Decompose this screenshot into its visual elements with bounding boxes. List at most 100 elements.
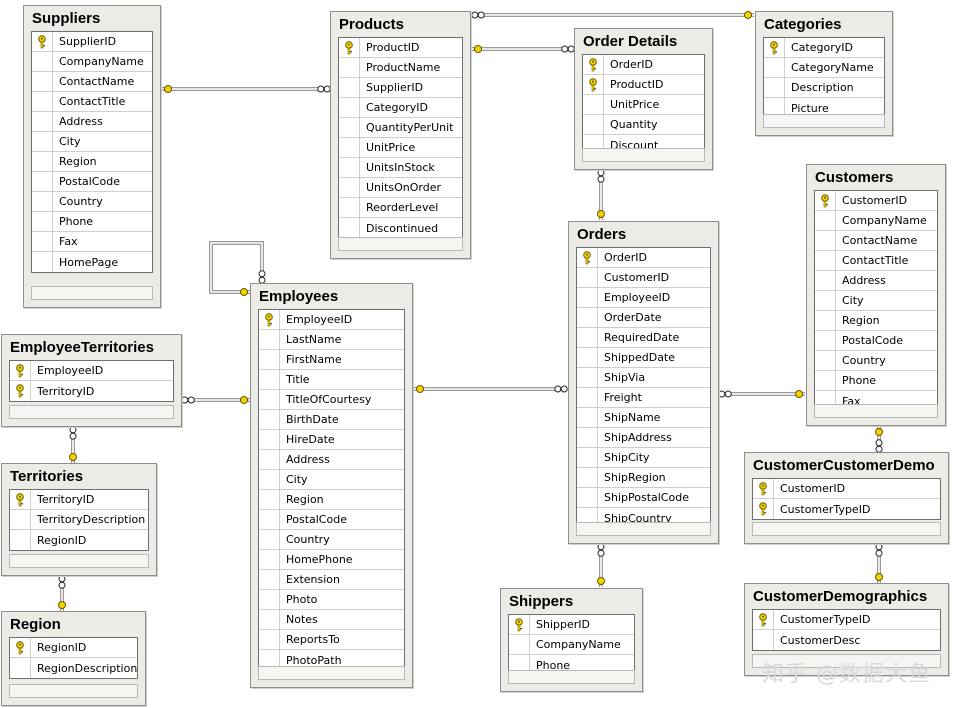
relationship-line[interactable] — [597, 543, 605, 587]
column-row[interactable]: UnitsOnOrder — [339, 178, 462, 198]
column-row[interactable]: OrderID — [577, 248, 710, 268]
column-row[interactable]: RegionID — [10, 638, 137, 658]
relationship-line[interactable] — [69, 426, 77, 463]
column-row[interactable]: CategoryID — [339, 98, 462, 118]
column-row[interactable]: SupplierID — [32, 32, 152, 52]
column-row[interactable]: TerritoryID — [10, 490, 148, 510]
column-row[interactable]: BirthDate — [259, 410, 404, 430]
column-row[interactable]: Phone — [32, 212, 152, 232]
column-row[interactable]: ProductID — [583, 75, 704, 95]
column-row[interactable]: ContactTitle — [32, 92, 152, 112]
column-row[interactable]: CustomerDesc — [753, 630, 940, 650]
column-row[interactable]: HireDate — [259, 430, 404, 450]
column-row[interactable]: Region — [32, 152, 152, 172]
column-row[interactable]: ContactTitle — [815, 251, 937, 271]
column-row[interactable]: UnitPrice — [339, 138, 462, 158]
column-row[interactable]: Freight — [577, 388, 710, 408]
column-row[interactable]: PostalCode — [32, 172, 152, 192]
column-row[interactable]: Region — [259, 490, 404, 510]
column-row[interactable]: UnitsInStock — [339, 158, 462, 178]
column-row[interactable]: Country — [259, 530, 404, 550]
column-row[interactable]: EmployeeID — [577, 288, 710, 308]
column-row[interactable]: ContactName — [32, 72, 152, 92]
column-row[interactable]: PostalCode — [259, 510, 404, 530]
column-row[interactable]: CategoryName — [764, 58, 884, 78]
column-row[interactable]: ProductName — [339, 58, 462, 78]
column-row[interactable]: CustomerID — [815, 191, 937, 211]
column-row[interactable]: ProductID — [339, 38, 462, 58]
relationship-line[interactable] — [718, 390, 805, 398]
relationship-line[interactable] — [875, 543, 883, 583]
column-row[interactable]: TitleOfCourtesy — [259, 390, 404, 410]
column-row[interactable]: CustomerID — [577, 268, 710, 288]
column-row[interactable]: HomePage — [32, 252, 152, 272]
column-row[interactable]: TerritoryID — [10, 381, 173, 401]
column-row[interactable]: ReorderLevel — [339, 198, 462, 218]
column-row[interactable]: City — [815, 291, 937, 311]
column-row[interactable]: Address — [815, 271, 937, 291]
column-row[interactable]: CustomerID — [753, 479, 940, 499]
relationship-line[interactable] — [472, 45, 575, 53]
relationship-line[interactable] — [209, 241, 266, 296]
column-row[interactable]: EmployeeID — [10, 361, 173, 381]
column-row[interactable]: ShippedDate — [577, 348, 710, 368]
column-row[interactable]: Discontinued — [339, 218, 462, 238]
column-row[interactable]: LastName — [259, 330, 404, 350]
column-row[interactable]: RegionID — [10, 530, 148, 550]
relationship-line[interactable] — [471, 11, 754, 19]
column-row[interactable]: Photo — [259, 590, 404, 610]
column-row[interactable]: Quantity — [583, 115, 704, 135]
column-row[interactable]: CustomerTypeID — [753, 610, 940, 630]
column-row[interactable]: CompanyName — [32, 52, 152, 72]
column-row[interactable]: Notes — [259, 610, 404, 630]
column-row[interactable]: Address — [259, 450, 404, 470]
relationship-line[interactable] — [414, 385, 568, 393]
column-row[interactable]: FirstName — [259, 350, 404, 370]
column-row[interactable]: City — [259, 470, 404, 490]
column-row[interactable]: Phone — [815, 371, 937, 391]
column-row[interactable]: HomePhone — [259, 550, 404, 570]
column-row[interactable]: Address — [32, 112, 152, 132]
column-row[interactable]: Fax — [32, 232, 152, 252]
column-row[interactable]: QuantityPerUnit — [339, 118, 462, 138]
column-row[interactable]: RequiredDate — [577, 328, 710, 348]
relationship-line[interactable] — [181, 396, 250, 404]
column-row[interactable]: PhotoPath — [259, 650, 404, 670]
column-row[interactable]: Picture — [764, 98, 884, 118]
column-row[interactable]: OrderDate — [577, 308, 710, 328]
column-row[interactable]: ContactName — [815, 231, 937, 251]
column-row[interactable]: SupplierID — [339, 78, 462, 98]
column-row[interactable]: Country — [32, 192, 152, 212]
relationship-line[interactable] — [162, 85, 331, 93]
column-row[interactable]: ShipCity — [577, 448, 710, 468]
column-row[interactable]: TerritoryDescription — [10, 510, 148, 530]
column-row[interactable]: ShipName — [577, 408, 710, 428]
column-row[interactable]: ShipCountry — [577, 508, 710, 528]
column-row[interactable]: ReportsTo — [259, 630, 404, 650]
column-row[interactable]: CustomerTypeID — [753, 499, 940, 519]
column-row[interactable]: EmployeeID — [259, 310, 404, 330]
column-row[interactable]: ShipPostalCode — [577, 488, 710, 508]
column-row[interactable]: CompanyName — [815, 211, 937, 231]
column-row[interactable]: Title — [259, 370, 404, 390]
column-row[interactable]: ShipVia — [577, 368, 710, 388]
column-row[interactable]: ShipAddress — [577, 428, 710, 448]
column-row[interactable]: Phone — [509, 655, 634, 675]
column-row[interactable]: Country — [815, 351, 937, 371]
column-row[interactable]: CategoryID — [764, 38, 884, 58]
column-row[interactable]: Description — [764, 78, 884, 98]
column-row[interactable]: CompanyName — [509, 635, 634, 655]
